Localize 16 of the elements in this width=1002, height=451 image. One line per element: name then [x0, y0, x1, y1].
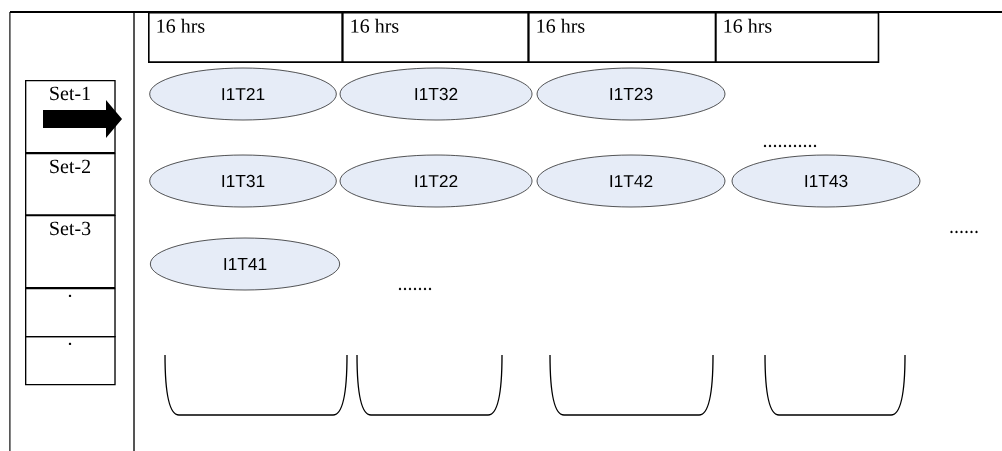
bucket: [764, 354, 906, 416]
ellipsis: .......: [398, 287, 432, 291]
header-cell: 16 hrs: [148, 12, 343, 63]
set-box: Set-3: [25, 215, 116, 289]
set-box: .: [25, 288, 116, 338]
header-cell: 16 hrs: [528, 12, 717, 63]
bucket: [164, 354, 348, 416]
bucket: [549, 354, 714, 416]
set-box: .: [25, 336, 116, 386]
ellipsis: ...........: [763, 144, 817, 148]
set-box: Set-2: [25, 153, 116, 216]
header-cell: 16 hrs: [342, 12, 529, 63]
ellipsis: ......: [950, 230, 978, 234]
bucket: [356, 354, 503, 416]
header-cell: 16 hrs: [715, 12, 880, 63]
set-box: Set-1: [25, 80, 116, 154]
